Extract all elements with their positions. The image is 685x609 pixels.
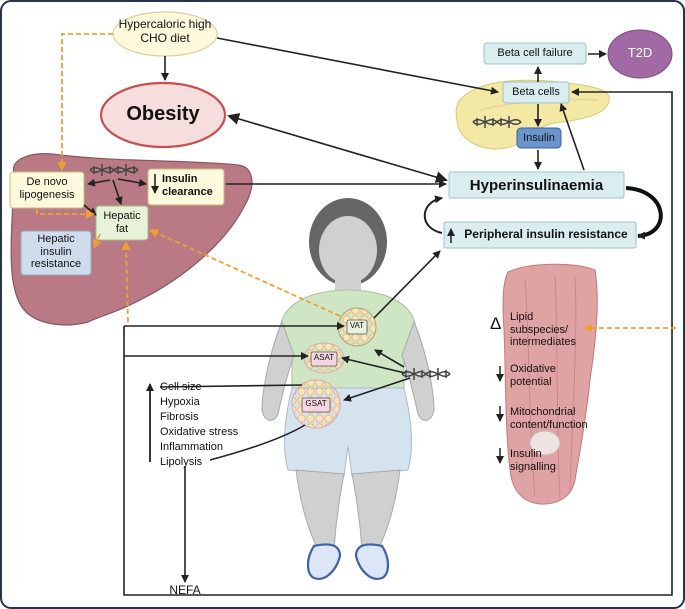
body-illustration (261, 198, 435, 551)
hyperinsulinaemia-label: Hyperinsulinaemia (469, 177, 604, 194)
beta-cells-label: Beta cells (512, 86, 560, 98)
adipose-changes-list: Cell size Hypoxia Fibrosis Oxidative str… (160, 380, 238, 470)
hepatic-ir-label: Hepatic insulin resistance (30, 233, 82, 271)
feedback-loop-arrow (625, 186, 663, 240)
dna-icon (401, 368, 451, 380)
obesity-label: Obesity (126, 103, 200, 125)
muscle-change-lipid: Lipid subspecies/ intermediates (510, 311, 577, 349)
pancreas-illustration (455, 79, 610, 150)
muscle-marker-delta: Δ (490, 314, 502, 333)
dna-icon (89, 164, 139, 176)
muscle-illustration (502, 263, 598, 505)
de-novo-label: De novo lipogenesis (19, 176, 75, 201)
list-item: Fibrosis (160, 411, 199, 423)
insulin-box (516, 127, 562, 149)
de-novo-box (9, 171, 85, 209)
muscle-change-signalling: Insulin signalling (510, 448, 556, 473)
gsat-label-box (301, 397, 331, 413)
nefa-label: NEFA (169, 583, 201, 597)
shoe-icon (306, 543, 390, 580)
list-item: Lipolysis (160, 456, 203, 468)
muscle-change-mito: Mitochondrial content/function (510, 406, 588, 431)
diet-label: Hypercaloric high CHO diet (118, 17, 212, 45)
dashed-connections (36, 33, 676, 333)
insulin-clearance-box (147, 168, 225, 206)
insulin-clearance-label: Insulin clearance (162, 173, 213, 198)
peripheral-ir-label: Peripheral insulin resistance (464, 227, 628, 241)
arrow-connections (83, 37, 673, 596)
t2d-label: T2D (627, 45, 653, 60)
list-item: Cell size (160, 381, 202, 393)
beta-failure-box (483, 42, 587, 65)
obesity-ellipse (99, 81, 227, 149)
beta-cells-box (502, 81, 570, 104)
beta-failure-label: Beta cell failure (497, 47, 573, 59)
hyperinsulinaemia-box (448, 171, 625, 199)
vat-label: VAT (349, 321, 365, 330)
dna-icon (472, 116, 522, 128)
peripheral-ir-box (443, 221, 637, 249)
asat-label-box (310, 351, 338, 367)
list-item: Inflammation (160, 441, 223, 453)
vat-label-box (346, 319, 368, 335)
asat-label: ASAT (313, 353, 335, 362)
ir-to-hyper-arrow (423, 195, 443, 234)
hepatic-ir-box (20, 230, 92, 276)
t2d-ellipse (607, 29, 673, 79)
hepatic-fat-label: Hepatic fat (103, 210, 141, 235)
list-item: Oxidative stress (160, 426, 239, 438)
insulin-label: Insulin (523, 132, 555, 144)
hepatic-fat-box (95, 205, 149, 241)
list-item: Hypoxia (160, 396, 200, 408)
gsat-label: GSAT (305, 399, 327, 408)
muscle-change-oxidative: Oxidative potential (510, 363, 556, 388)
